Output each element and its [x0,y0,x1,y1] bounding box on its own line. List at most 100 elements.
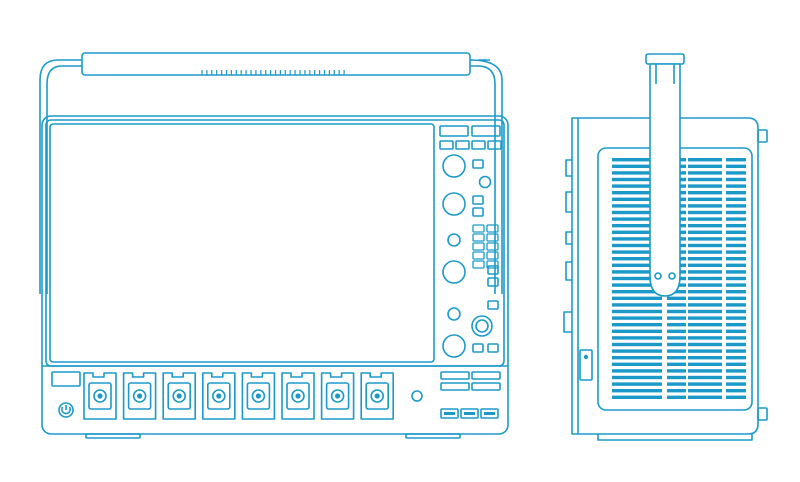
vent-slot [612,382,662,386]
vent-slot [688,224,722,228]
button-small-a [472,159,484,169]
probe-connector-pin [255,393,261,399]
vent-slot [612,369,662,373]
vent-slot [726,296,746,300]
button-small-c [472,207,484,217]
button-small-b [472,195,484,205]
vent-slot [688,290,722,294]
vent-slot [667,369,686,373]
vent-slot [688,283,722,287]
vent-slot [726,263,746,267]
vent-slot [688,184,722,188]
usb-port[interactable] [460,408,479,419]
usb-port-outline [440,408,459,419]
vent-slot [726,342,746,347]
multipurpose-knob-inner [475,319,489,333]
vent-slot [688,323,722,327]
vent-slot [688,204,722,208]
button-row2-4 [487,140,502,150]
probe-input-6[interactable] [281,372,315,420]
button-br-4 [471,382,501,391]
knob-trigger [442,260,466,284]
vent-slot [612,263,662,267]
handle-pivot-right [668,272,676,280]
vent-slot [726,270,746,274]
control-panel [439,125,502,358]
vent-slot [688,171,722,175]
vent-slot [726,164,746,168]
probe-input-1[interactable] [83,372,117,420]
probe-input-2[interactable] [122,372,157,420]
vent-slot [688,257,722,261]
vent-slot [688,250,722,254]
vent-slot [688,210,722,215]
button-row2-2 [455,140,470,150]
vent-slot [688,197,722,201]
vent-slot [726,389,746,393]
vent-slot [688,362,722,366]
vent-slot [612,309,662,314]
button-small-f [487,300,499,310]
channel-button [472,260,485,269]
usb-port[interactable] [480,408,499,419]
vent-slot [688,303,722,307]
vent-slot [688,243,722,248]
vent-slot [726,224,746,228]
usb-port[interactable] [440,408,459,419]
probe-connector-pin [97,393,103,399]
vent-slot [612,276,662,281]
probe-connector-pin [137,393,143,399]
probe-input-housing [162,372,196,420]
probe-input-housing [281,372,315,420]
aux-input-connector [411,390,423,402]
probe-connector-ring [251,389,266,403]
vent-slot [612,224,662,228]
probe-input-face [127,382,152,410]
vent-slot [612,197,662,201]
multipurpose-knob-outer [471,315,493,337]
probe-input-5[interactable] [241,372,276,420]
vent-slot [612,270,662,274]
vent-slot [612,323,662,327]
vent-slot [612,356,662,360]
probe-connector-ring [212,389,226,403]
vent-slot [726,283,746,287]
vent-slot [726,243,746,248]
probe-input-7[interactable] [320,372,355,420]
probe-input-3[interactable] [162,372,196,420]
probe-input-4[interactable] [202,372,236,420]
button-top-left [439,125,469,137]
probe-input-face [167,382,191,410]
channel-button [486,242,499,251]
vent-slot [688,382,722,386]
side-handle-ridge [655,64,675,84]
vent-slot [612,204,662,208]
power-button[interactable] [58,402,74,418]
foot-right [405,433,461,439]
vent-slot [667,342,686,347]
touchscreen-display [49,123,435,363]
probe-input-8[interactable] [360,372,394,420]
vent-slot [612,303,662,307]
probe-input-housing [122,372,157,420]
side-rear-bump-top [757,129,768,143]
vent-slot [612,349,662,353]
button-br-1 [440,371,470,380]
vent-slot [726,316,746,320]
probe-input-housing [320,372,355,420]
vent-slot [726,217,746,221]
vent-slot [667,296,686,300]
probe-connector-ring [291,389,305,403]
vent-slot [688,349,722,353]
probe-input-face [207,382,231,410]
button-small-e [487,277,499,287]
side-latch [579,349,593,381]
side-handle-arm [649,63,681,297]
probe-connector-ring [172,389,186,403]
vent-slot [726,197,746,201]
handle-grip-ribs [201,70,345,75]
vent-slot [726,329,746,333]
probe-connector-pin [374,393,380,399]
vent-slot [726,210,746,215]
carry-handle [39,52,503,294]
